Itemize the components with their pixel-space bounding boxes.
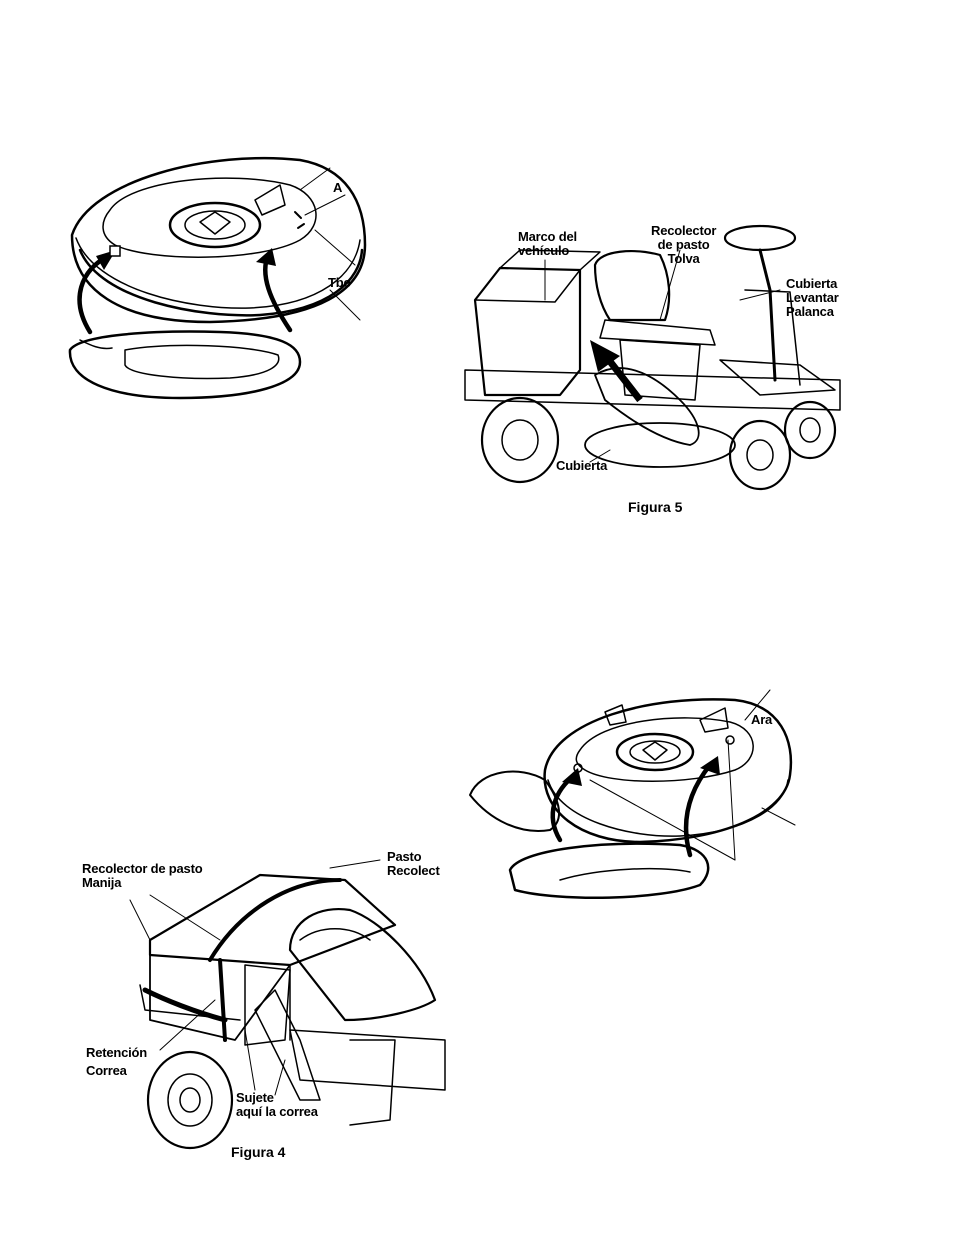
label-retention-strap: Retención Correa bbox=[86, 1046, 147, 1078]
label-grass-collector: Pasto Recolect bbox=[387, 850, 440, 878]
caption-figura-4: Figura 4 bbox=[231, 1144, 285, 1160]
label-fasten-strap: Sujete aquí la correa bbox=[236, 1091, 318, 1119]
label-collector-handle: Recolector de pasto Manija bbox=[82, 862, 202, 890]
